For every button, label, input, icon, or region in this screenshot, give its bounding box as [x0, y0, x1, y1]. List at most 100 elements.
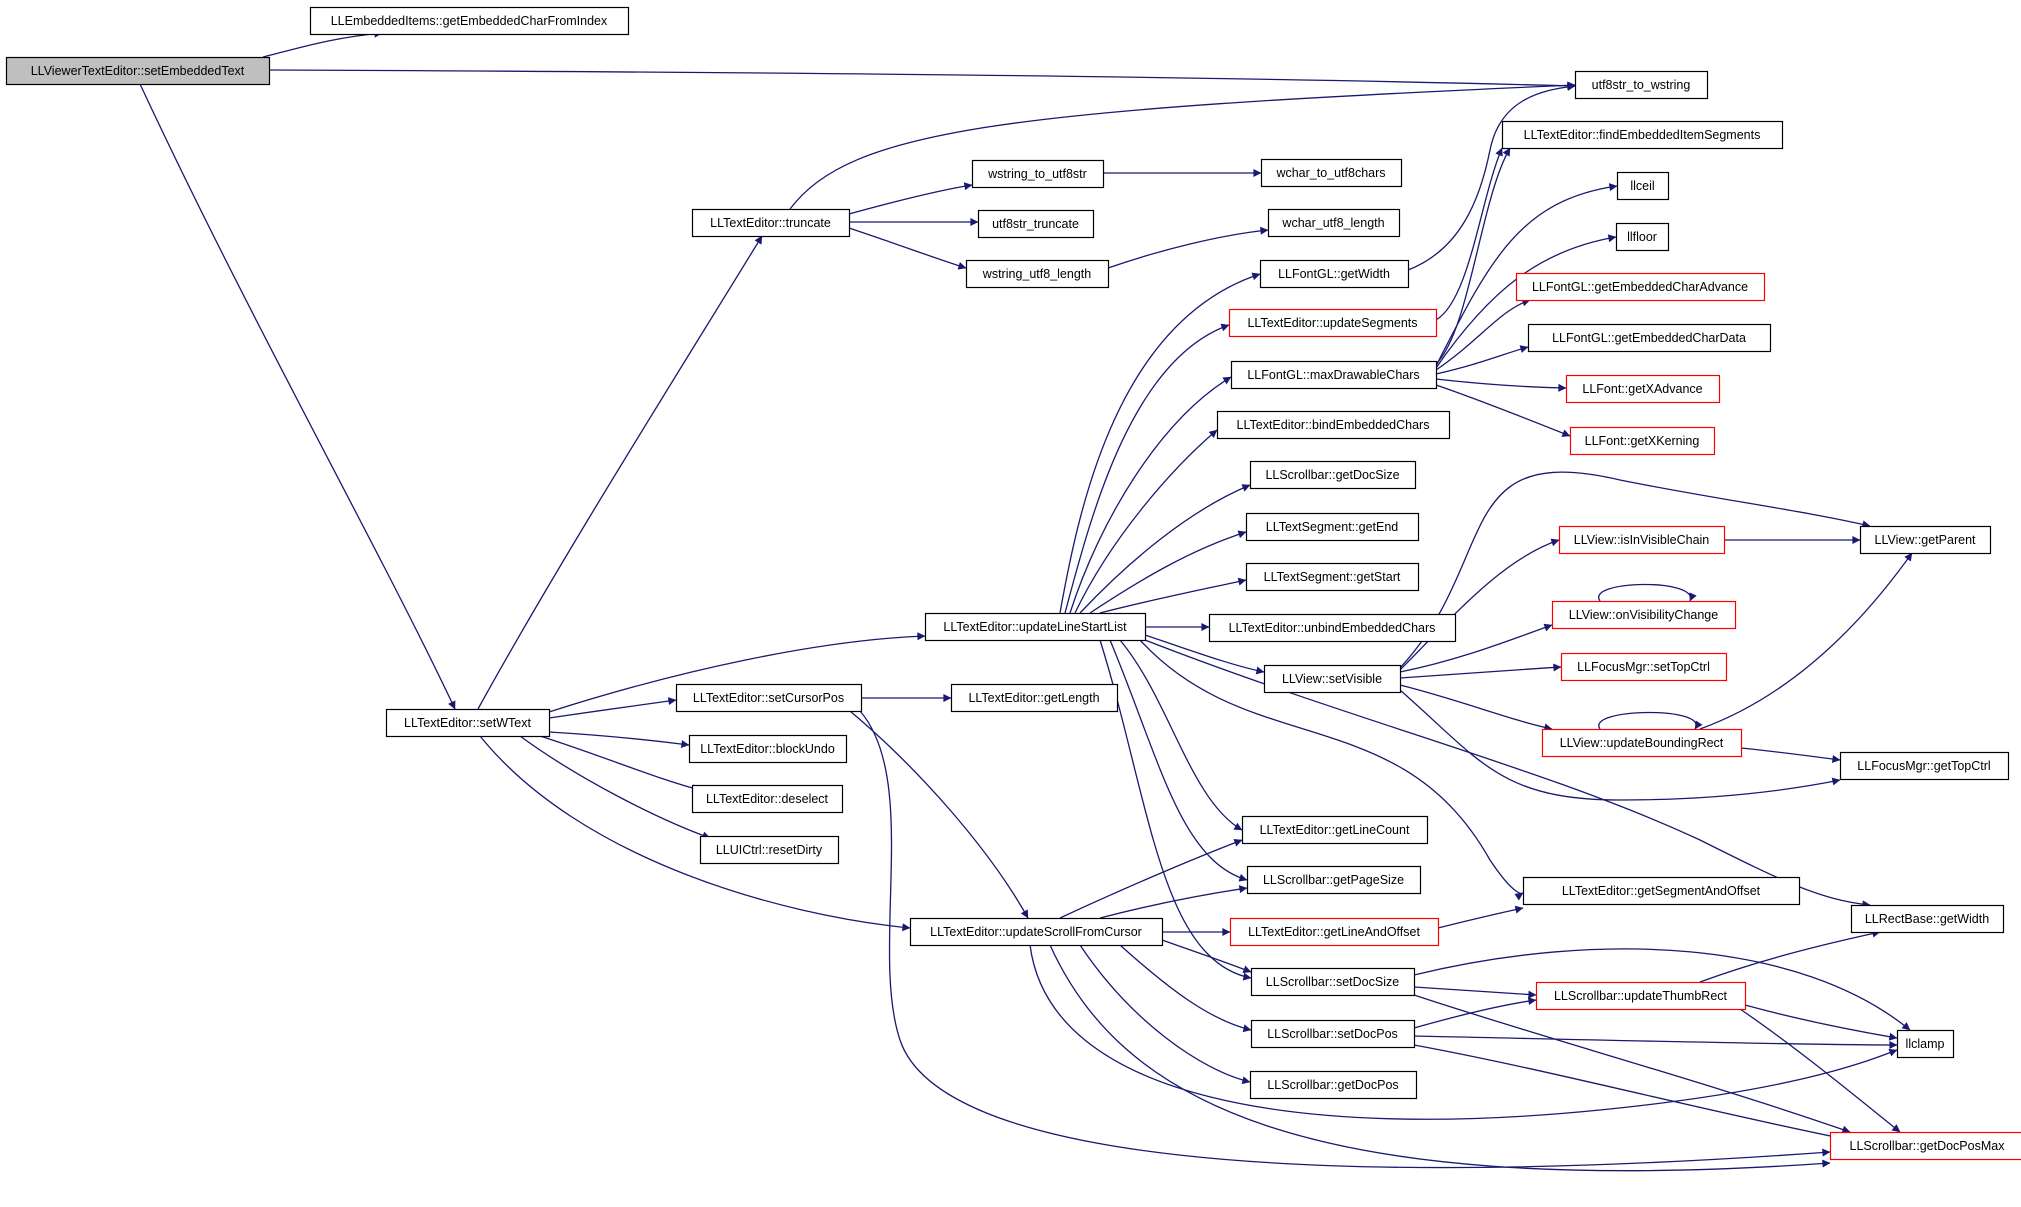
function-node-setWText[interactable]: LLTextEditor::setWText — [385, 708, 551, 738]
node-label: LLTextSegment::getStart — [1264, 570, 1401, 584]
node-label: LLFontGL::getEmbeddedCharData — [1552, 331, 1746, 345]
node-box — [1245, 512, 1420, 542]
node-label: utf8str_truncate — [992, 217, 1079, 231]
call-edge-updateLineStartList-to-setDocSize — [1099, 639, 1252, 981]
call-edge-setWText-to-updateScrollFromCursor — [479, 735, 911, 932]
function-node-updateSegments[interactable]: LLTextEditor::updateSegments — [1228, 308, 1438, 338]
node-box — [688, 734, 848, 764]
call-edge-maxDrawableChars-to-getEmbeddedCharAdvance — [1435, 298, 1531, 371]
node-label: LLTextEditor::updateScrollFromCursor — [930, 925, 1142, 939]
function-node-getLineCount[interactable]: LLTextEditor::getLineCount — [1241, 815, 1429, 845]
node-label: wchar_utf8_length — [1281, 216, 1384, 230]
function-node-getPageSize[interactable]: LLScrollbar::getPageSize — [1246, 865, 1422, 895]
node-box — [675, 683, 863, 713]
node-box — [1246, 865, 1422, 895]
node-label: LLScrollbar::getDocPosMax — [1850, 1139, 2006, 1153]
function-node-getEmbeddedCharFromIndex[interactable]: LLEmbeddedItems::getEmbeddedCharFromInde… — [309, 6, 630, 36]
call-edge-updateLineStartList-to-getWidth_font — [1059, 272, 1261, 614]
node-label: LLFontGL::maxDrawableChars — [1247, 368, 1419, 382]
node-box — [1558, 525, 1726, 555]
function-node-setDocSize[interactable]: LLScrollbar::setDocSize — [1250, 967, 1416, 997]
function-node-wstring_utf8_length[interactable]: wstring_utf8_length — [965, 259, 1110, 289]
function-node-setTopCtrl[interactable]: LLFocusMgr::setTopCtrl — [1560, 652, 1728, 682]
function-node-truncate[interactable]: LLTextEditor::truncate — [691, 208, 851, 238]
node-box — [1230, 360, 1438, 390]
function-node-getWidth_font[interactable]: LLFontGL::getWidth — [1259, 259, 1410, 289]
node-label: LLView::isInVisibleChain — [1574, 533, 1710, 547]
call-edge-updateThumbRect-to-getDocPosMax — [1739, 1008, 1901, 1133]
node-box — [1267, 208, 1401, 238]
function-node-updateLineStartList[interactable]: LLTextEditor::updateLineStartList — [924, 612, 1147, 642]
node-box — [1829, 1131, 2021, 1161]
node-box — [1501, 120, 1784, 150]
function-node-getTopCtrl[interactable]: LLFocusMgr::getTopCtrl — [1839, 751, 2010, 781]
function-node-getSegmentAndOffset[interactable]: LLTextEditor::getSegmentAndOffset — [1522, 876, 1801, 906]
node-box — [1615, 222, 1670, 252]
call-edge-setVisible-to-getParent — [1399, 471, 1871, 669]
function-node-getEnd[interactable]: LLTextSegment::getEnd — [1245, 512, 1420, 542]
call-edge-setWText-to-truncate — [477, 235, 763, 710]
node-box — [1896, 1029, 1955, 1059]
function-node-llclamp[interactable]: llclamp — [1896, 1029, 1955, 1059]
function-node-getParent[interactable]: LLView::getParent — [1859, 525, 1992, 555]
function-node-llfloor[interactable]: llfloor — [1615, 222, 1670, 252]
node-label: LLView::setVisible — [1282, 672, 1382, 686]
function-node-onVisibilityChange[interactable]: LLView::onVisibilityChange — [1551, 600, 1737, 630]
function-node-getEmbeddedCharData[interactable]: LLFontGL::getEmbeddedCharData — [1527, 323, 1772, 353]
call-edge-setVisible-to-setTopCtrl — [1399, 663, 1562, 679]
function-node-getDocPos[interactable]: LLScrollbar::getDocPos — [1249, 1070, 1418, 1100]
node-box — [1859, 525, 1992, 555]
node-box — [1839, 751, 2010, 781]
node-box — [1616, 171, 1670, 201]
function-node-wchar_to_utf8chars[interactable]: wchar_to_utf8chars — [1260, 158, 1403, 188]
function-node-getLength[interactable]: LLTextEditor::getLength — [950, 683, 1119, 713]
call-edge-updateBoundingRect-to-updateBoundingRect — [1598, 711, 1703, 730]
node-box — [691, 208, 851, 238]
function-node-bindEmbeddedChars[interactable]: LLTextEditor::bindEmbeddedChars — [1216, 410, 1451, 440]
node-box — [977, 209, 1095, 239]
call-edge-setWText-to-deselect — [539, 735, 701, 793]
function-node-maxDrawableChars[interactable]: LLFontGL::maxDrawableChars — [1230, 360, 1438, 390]
function-node-wstring_to_utf8str[interactable]: wstring_to_utf8str — [971, 159, 1105, 189]
function-node-updateThumbRect[interactable]: LLScrollbar::updateThumbRect — [1535, 981, 1747, 1011]
function-node-getXAdvance[interactable]: LLFont::getXAdvance — [1565, 374, 1721, 404]
function-node-getDocPosMax[interactable]: LLScrollbar::getDocPosMax — [1829, 1131, 2021, 1161]
node-box — [1245, 562, 1420, 592]
function-node-unbindEmbeddedChars[interactable]: LLTextEditor::unbindEmbeddedChars — [1208, 613, 1457, 643]
function-node-root[interactable]: LLViewerTextEditor::setEmbeddedText — [5, 56, 271, 86]
function-node-updateBoundingRect[interactable]: LLView::updateBoundingRect — [1541, 728, 1743, 758]
function-node-blockUndo[interactable]: LLTextEditor::blockUndo — [688, 734, 848, 764]
node-label: LLViewerTextEditor::setEmbeddedText — [31, 64, 245, 78]
function-node-setDocPos[interactable]: LLScrollbar::setDocPos — [1250, 1019, 1416, 1049]
function-node-deselect[interactable]: LLTextEditor::deselect — [691, 784, 844, 814]
function-node-getStart[interactable]: LLTextSegment::getStart — [1245, 562, 1420, 592]
call-edge-updateScrollFromCursor-to-getDocPosMax — [1049, 944, 1831, 1172]
node-box — [1560, 652, 1728, 682]
function-node-llceil[interactable]: llceil — [1616, 171, 1670, 201]
function-node-wchar_utf8_length[interactable]: wchar_utf8_length — [1267, 208, 1401, 238]
node-label: LLTextEditor::getLength — [968, 691, 1099, 705]
function-node-getLineAndOffset[interactable]: LLTextEditor::getLineAndOffset — [1229, 917, 1440, 947]
function-node-getDocSize_top[interactable]: LLScrollbar::getDocSize — [1249, 460, 1417, 490]
function-node-isInVisibleChain[interactable]: LLView::isInVisibleChain — [1558, 525, 1726, 555]
function-node-getXKerning[interactable]: LLFont::getXKerning — [1569, 426, 1716, 456]
function-node-updateScrollFromCursor[interactable]: LLTextEditor::updateScrollFromCursor — [909, 917, 1164, 947]
function-node-getEmbeddedCharAdvance[interactable]: LLFontGL::getEmbeddedCharAdvance — [1515, 272, 1766, 302]
node-box — [1208, 613, 1457, 643]
function-node-resetDirty[interactable]: LLUICtrl::resetDirty — [699, 835, 840, 865]
node-box — [309, 6, 630, 36]
node-box — [691, 784, 844, 814]
function-node-setCursorPos[interactable]: LLTextEditor::setCursorPos — [675, 683, 863, 713]
function-node-findEmbeddedItemSegments[interactable]: LLTextEditor::findEmbeddedItemSegments — [1501, 120, 1784, 150]
function-node-utf8str_to_wstring[interactable]: utf8str_to_wstring — [1574, 70, 1709, 100]
node-label: LLTextEditor::updateLineStartList — [943, 620, 1127, 634]
node-label: LLTextEditor::setCursorPos — [693, 691, 844, 705]
function-node-getWidth_rect[interactable]: LLRectBase::getWidth — [1850, 904, 2005, 934]
node-label: llclamp — [1906, 1037, 1945, 1051]
call-edge-setWText-to-setCursorPos — [548, 697, 677, 719]
function-node-utf8str_truncate[interactable]: utf8str_truncate — [977, 209, 1095, 239]
node-box — [1522, 876, 1801, 906]
call-edge-updateScrollFromCursor-to-getDocPos — [1079, 944, 1251, 1085]
function-node-setVisible[interactable]: LLView::setVisible — [1263, 664, 1402, 694]
node-label: LLTextEditor::getLineCount — [1260, 823, 1410, 837]
